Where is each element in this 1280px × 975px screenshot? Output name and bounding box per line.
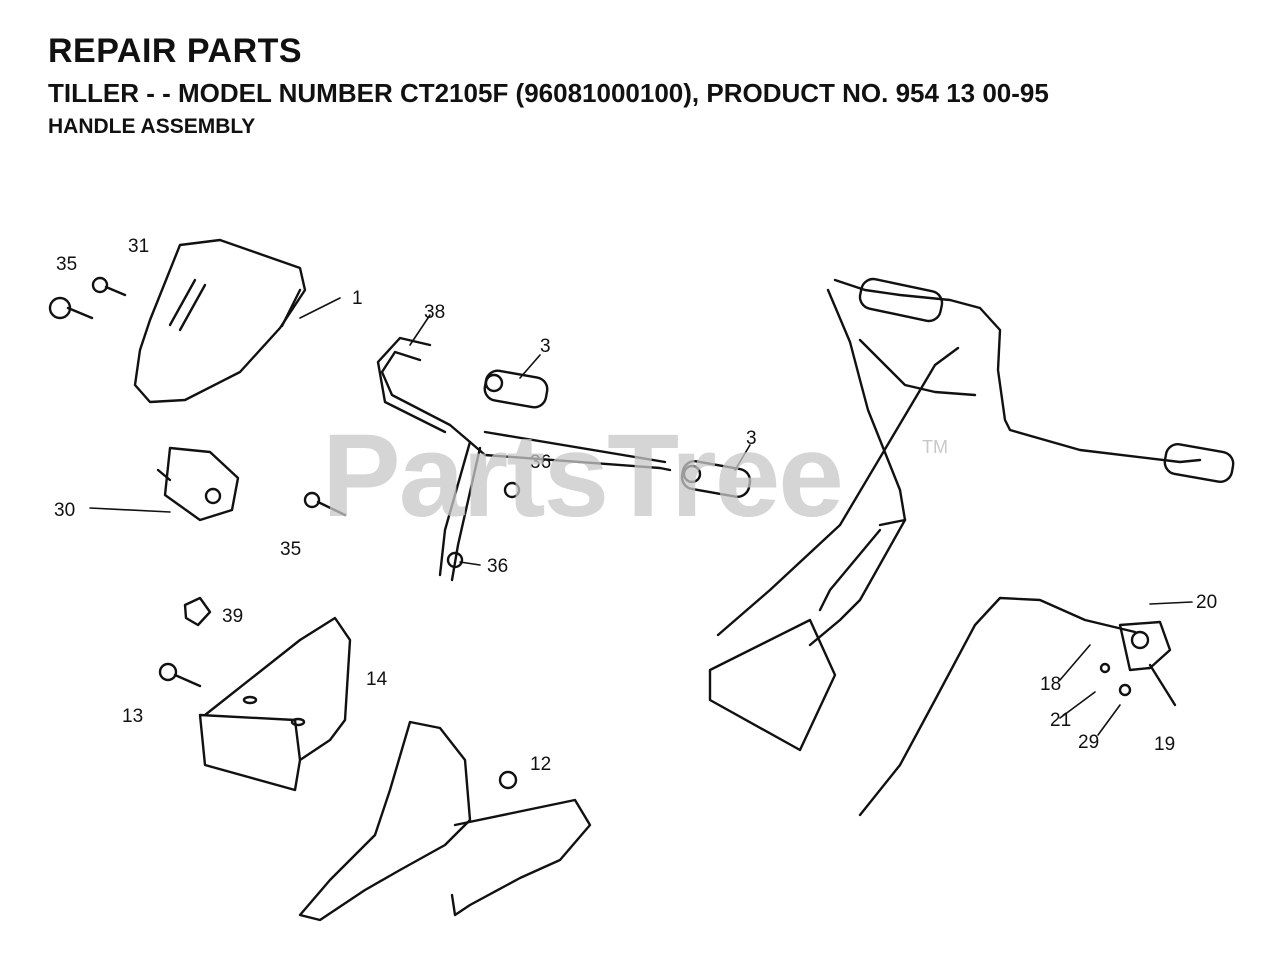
callout-36-lower: 36 (487, 556, 508, 577)
bolt-13 (158, 662, 202, 688)
lever-assembly-part (1118, 620, 1177, 707)
nut-12 (498, 770, 518, 790)
callout-13: 13 (122, 706, 143, 727)
callout-35-mid: 35 (280, 539, 301, 560)
grip-3-right (680, 460, 752, 498)
callout-3-top: 3 (540, 336, 551, 357)
small-parts-21-29 (1099, 662, 1132, 697)
nut-36-lower (446, 551, 464, 569)
grip-assembled-left (858, 277, 944, 323)
callout-30: 30 (54, 500, 75, 521)
assembled-handle-part (708, 278, 1202, 752)
callout-3-right: 3 (746, 428, 757, 449)
model-subtitle: TILLER - - MODEL NUMBER CT2105F (9608100… (48, 78, 1049, 108)
trademark-symbol: TM (922, 437, 948, 457)
callout-39: 39 (222, 606, 243, 627)
grip-3-top (483, 369, 549, 409)
callout-12: 12 (530, 754, 551, 775)
grip-assembled-right (1163, 443, 1235, 483)
control-cable-part (716, 346, 1137, 817)
callout-18: 18 (1040, 674, 1061, 695)
callout-labels: 35 31 1 38 3 3 36 30 35 36 39 13 14 12 2… (54, 236, 1217, 775)
callout-36-upper: 36 (530, 452, 551, 473)
callout-21: 21 (1050, 710, 1071, 731)
callout-1: 1 (352, 288, 363, 309)
partstree-watermark: PartsTree (322, 410, 844, 542)
leader-lines (89, 297, 1193, 736)
rear-bracket-part (298, 720, 592, 922)
clip-39 (183, 596, 212, 627)
screw-31 (91, 276, 127, 297)
callout-38: 38 (424, 302, 445, 323)
callout-29: 29 (1078, 732, 1099, 753)
callout-19: 19 (1154, 734, 1175, 755)
handle-bar-part (376, 336, 672, 582)
handle-panel-part (133, 238, 307, 404)
bolt-35-mid (303, 491, 347, 517)
page-title: REPAIR PARTS (48, 32, 303, 70)
callout-31: 31 (128, 236, 149, 257)
nut-36-upper (503, 481, 521, 499)
bolt-35-top (48, 296, 94, 320)
section-title: HANDLE ASSEMBLY (48, 115, 256, 138)
bracket-30-part (156, 446, 240, 522)
callout-20: 20 (1196, 592, 1217, 613)
lower-bracket-14-part (198, 616, 352, 792)
callout-35-top: 35 (56, 254, 77, 275)
callout-14: 14 (366, 669, 388, 690)
